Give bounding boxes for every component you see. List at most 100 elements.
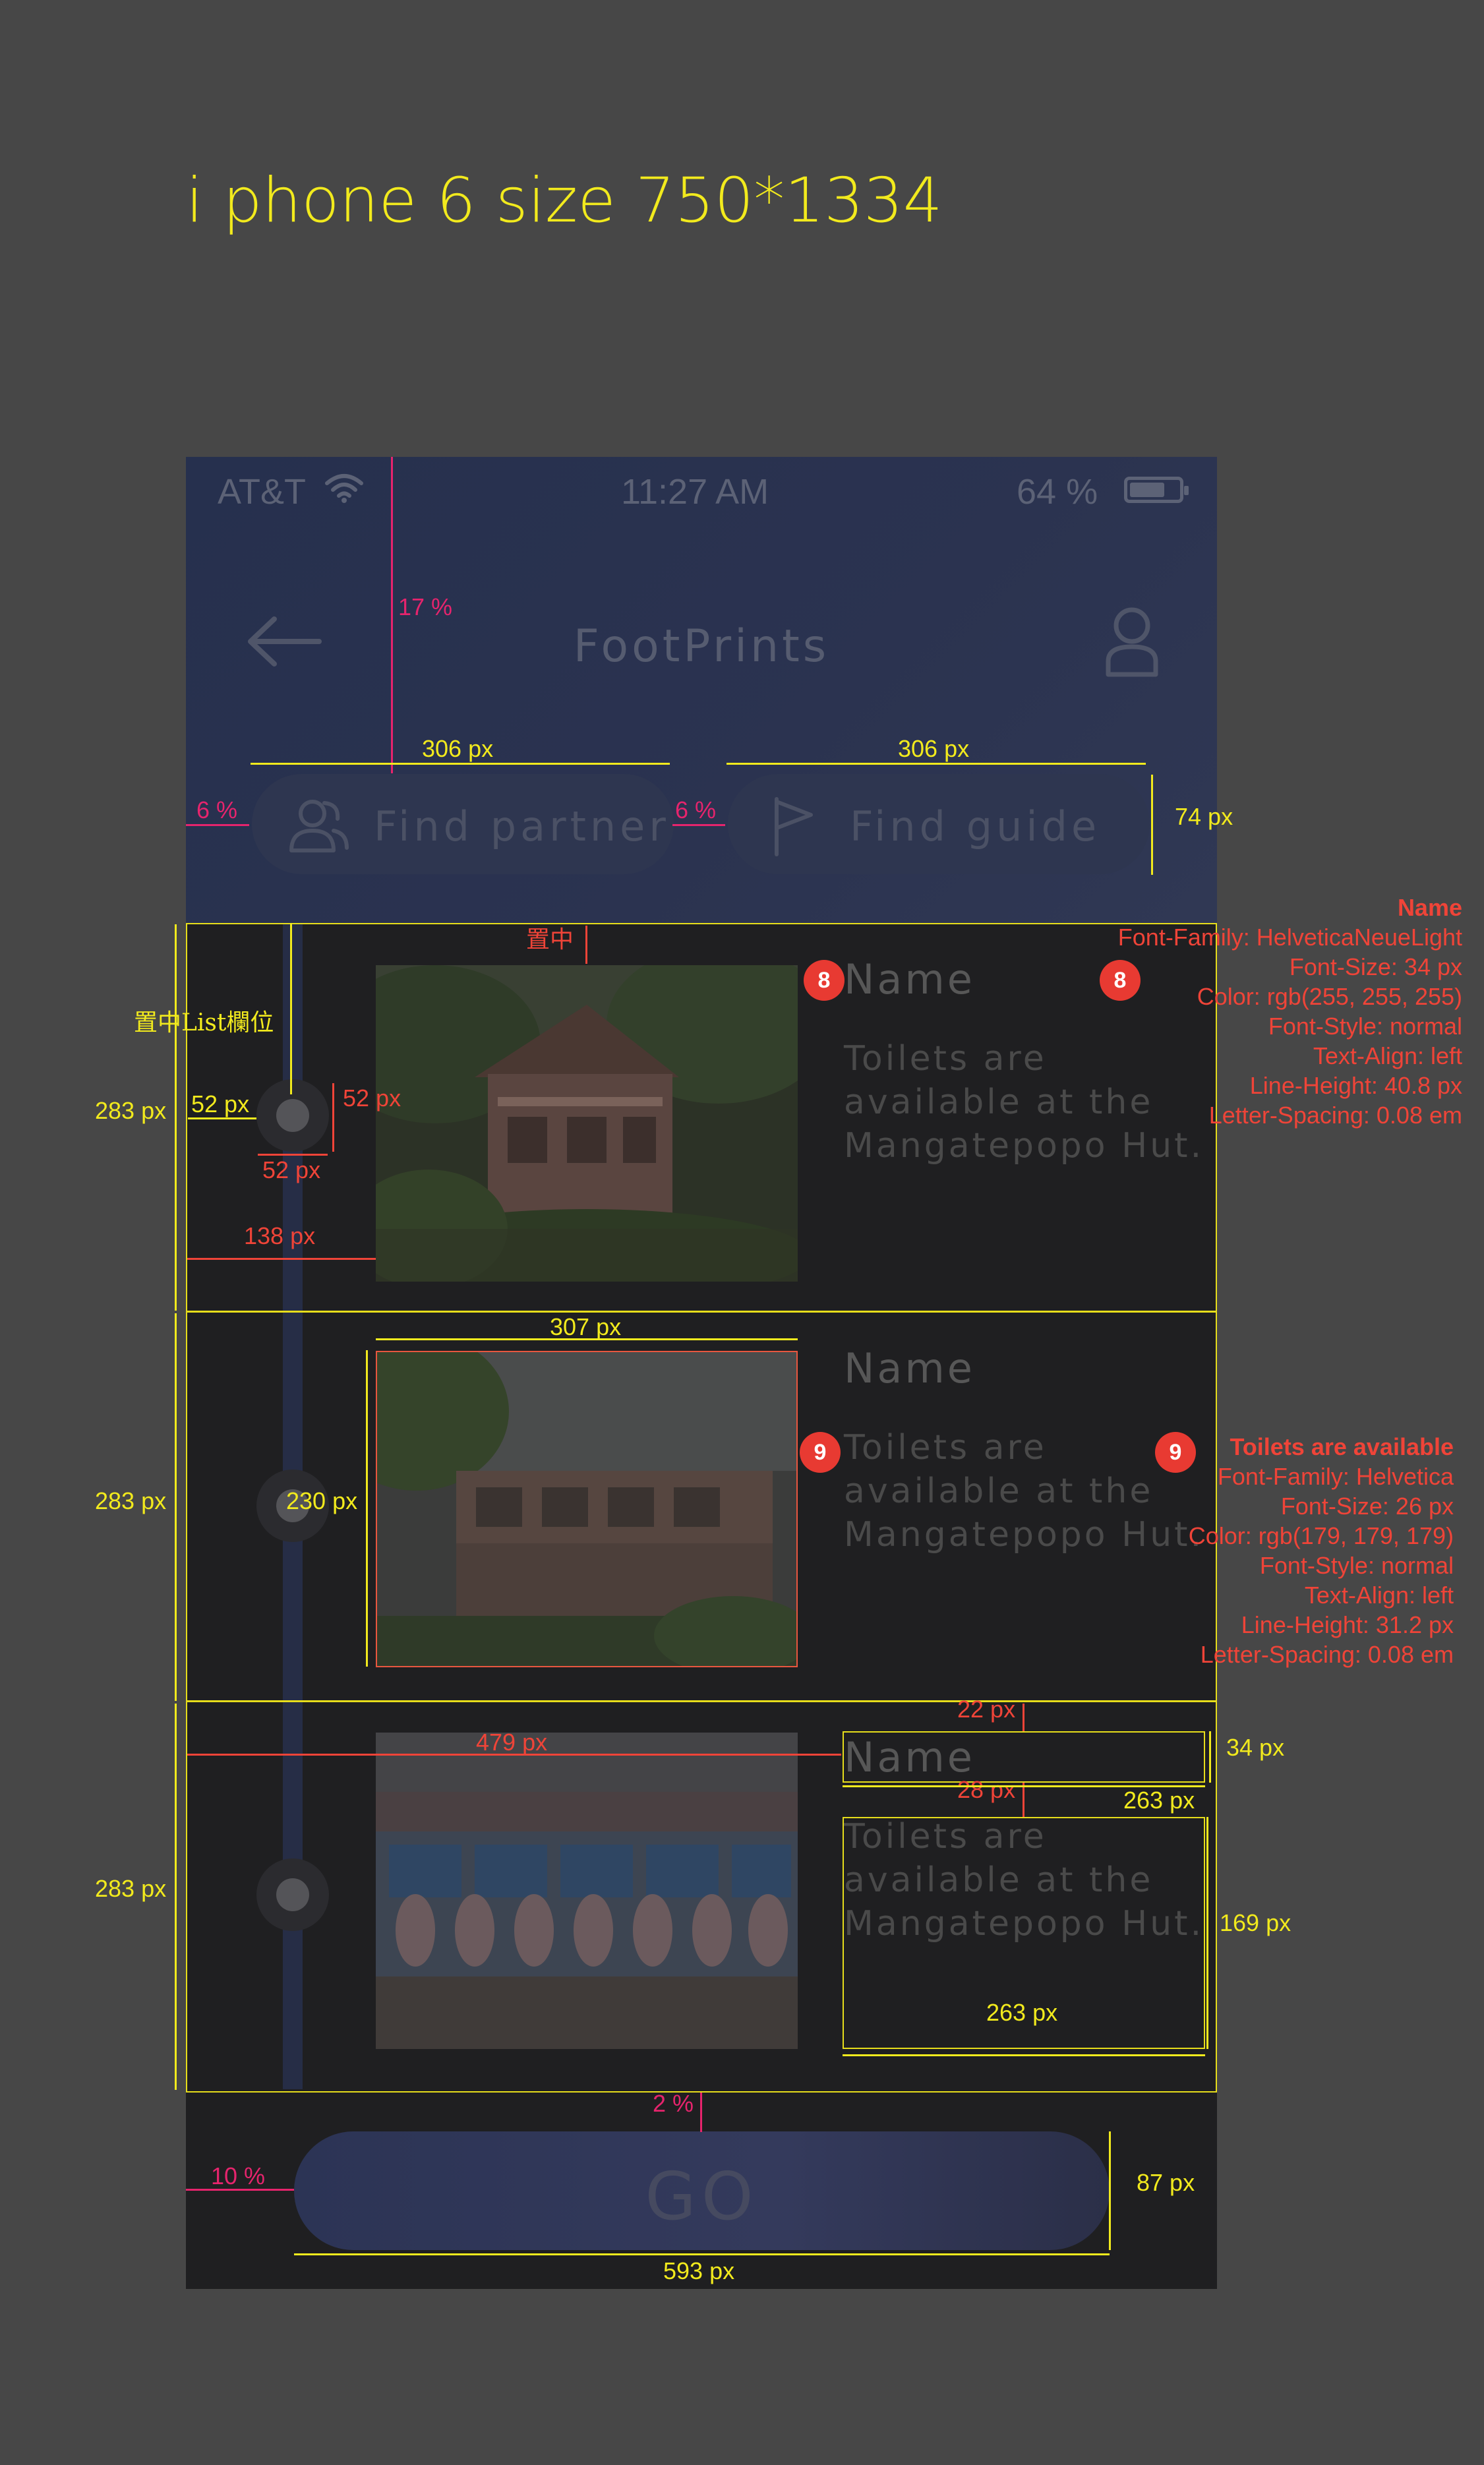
flag-icon: [762, 792, 828, 862]
dimension-line: [175, 1313, 177, 1701]
dimension-line: [175, 1704, 177, 2090]
tab-height-label: 74 px: [1175, 803, 1233, 830]
item-name: Name: [844, 955, 975, 1003]
timeline-dot: [256, 1079, 329, 1152]
photo-width-label: 307 px: [550, 1313, 622, 1340]
dimension-line: [294, 2253, 1110, 2255]
phone-screen: AT&T 11:27 AM 64 % FootPrints: [186, 457, 1217, 2289]
dimension-line: [727, 763, 1146, 765]
tab-width-label: 306 px: [422, 735, 494, 762]
item-name: Name: [844, 1733, 975, 1781]
badge: 9: [800, 1432, 841, 1473]
center-label: 置中: [526, 926, 574, 953]
item-name: Name: [844, 1344, 975, 1392]
center-list-label: 置中List欄位: [134, 1009, 274, 1036]
gap-pct-label: 6 %: [675, 796, 717, 823]
wooden-house-photo[interactable]: [376, 965, 798, 1282]
find-partner-button[interactable]: Find partner: [252, 774, 674, 874]
clock-time: 11:27 AM: [621, 472, 769, 512]
battery-icon: [1124, 477, 1189, 503]
dimension-line: [843, 2054, 1205, 2056]
go-height-label: 87 px: [1137, 2169, 1195, 2196]
item-description: Toilets are available at the Mangatepopo…: [844, 1039, 1204, 1166]
top-gap-label: 22 px: [957, 1696, 1016, 1723]
dimension-line: [843, 1785, 1205, 1787]
dimension-line: [187, 1258, 376, 1260]
spec-line: Letter-Spacing: 0.08 em: [1208, 1102, 1462, 1129]
dot-size-label: 52 px: [343, 1084, 401, 1112]
text-left-label: 479 px: [476, 1729, 548, 1756]
row-height-label: 283 px: [95, 1487, 167, 1514]
status-pct-label: 17 %: [398, 593, 453, 620]
dimension-line: [1209, 1731, 1211, 1783]
dot-size-label: 52 px: [262, 1156, 321, 1183]
badge: 8: [1100, 960, 1141, 1001]
tab-width-label: 306 px: [898, 735, 970, 762]
spec-line: Font-Family: HelveticaNeueLight: [1117, 924, 1462, 951]
row-height-label: 283 px: [95, 1097, 167, 1124]
spec-line: Color: rgb(179, 179, 179): [1188, 1522, 1454, 1549]
dimension-line: [366, 1350, 368, 1667]
dimension-line: [188, 1117, 256, 1119]
dimension-line: [1151, 775, 1153, 875]
dimension-line: [251, 763, 670, 765]
dimension-line: [1023, 1783, 1024, 1817]
row-height-label: 283 px: [95, 1875, 167, 1902]
battery-percent: 64 %: [1017, 472, 1098, 512]
list-area-outline: [186, 923, 1217, 2093]
dimension-line: [187, 1754, 841, 1756]
item-description: Toilets are available at the Mangatepopo…: [844, 1428, 1204, 1555]
spec-title: Name: [1397, 894, 1462, 921]
name-spec-block: Name Font-Family: HelveticaNeueLight Fon…: [1118, 893, 1462, 1130]
description-spec-block: Toilets are available Font-Family: Helve…: [1189, 1432, 1454, 1669]
row-divider: [186, 1700, 1217, 1702]
text-width-label: 263 px: [1123, 1787, 1195, 1814]
dimension-line: [672, 824, 725, 826]
find-guide-button[interactable]: Find guide: [728, 774, 1150, 874]
dimension-line: [585, 926, 587, 964]
timeline-dot: [256, 1470, 329, 1542]
dimension-line: [175, 924, 177, 1311]
text-width-label: 263 px: [986, 1999, 1058, 2026]
find-guide-label: Find guide: [850, 802, 1101, 850]
app-title: FootPrints: [573, 620, 830, 672]
item-description: Toilets are available at the Mangatepopo…: [844, 1817, 1204, 1944]
left-margin-label: 6 %: [196, 796, 238, 823]
dimension-line: [700, 2093, 702, 2132]
back-arrow-icon[interactable]: [245, 615, 324, 671]
dimension-line: [186, 824, 249, 826]
find-partner-label: Find partner: [374, 802, 670, 850]
go-label: GO: [645, 2158, 759, 2235]
spec-title: i phone 6 size 750*1334: [186, 165, 943, 237]
dimension-line: [376, 1338, 798, 1340]
desc-box-outline: [843, 1817, 1205, 2049]
dimension-line: [1206, 1817, 1208, 2049]
spec-line: Text-Align: left: [1304, 1582, 1454, 1609]
dimension-line: [1109, 2131, 1111, 2250]
name-gap-label: 28 px: [957, 1776, 1016, 1803]
badge: 8: [804, 960, 845, 1001]
timeline-dot: [256, 1858, 329, 1931]
dimension-line: [290, 923, 292, 1094]
dimension-line: [332, 1083, 334, 1152]
go-button[interactable]: GO: [294, 2131, 1110, 2250]
profile-icon[interactable]: [1104, 606, 1160, 682]
container-building-photo[interactable]: [376, 1351, 798, 1667]
spec-line: Line-Height: 40.8 px: [1249, 1072, 1462, 1099]
dimension-line: [391, 457, 393, 773]
bottom-gap-label: 2 %: [653, 2090, 694, 2117]
spec-line: Font-Size: 26 px: [1280, 1493, 1454, 1520]
spec-line: Line-Height: 31.2 px: [1241, 1611, 1454, 1638]
spec-line: Font-Family: Helvetica: [1217, 1463, 1454, 1490]
spec-line: Font-Style: normal: [1268, 1013, 1462, 1040]
go-width-label: 593 px: [663, 2257, 735, 2284]
photo-height-label: 230 px: [286, 1487, 358, 1514]
go-left-label: 10 %: [211, 2162, 266, 2189]
desc-height-label: 169 px: [1220, 1909, 1291, 1936]
dot-offset-label: 52 px: [191, 1090, 250, 1117]
spec-line: Font-Size: 34 px: [1289, 953, 1462, 980]
cat-mural-photo[interactable]: [376, 1733, 798, 2049]
dimension-line: [1023, 1704, 1024, 1731]
row-divider: [186, 1311, 1217, 1313]
user-group-icon: [286, 792, 352, 862]
